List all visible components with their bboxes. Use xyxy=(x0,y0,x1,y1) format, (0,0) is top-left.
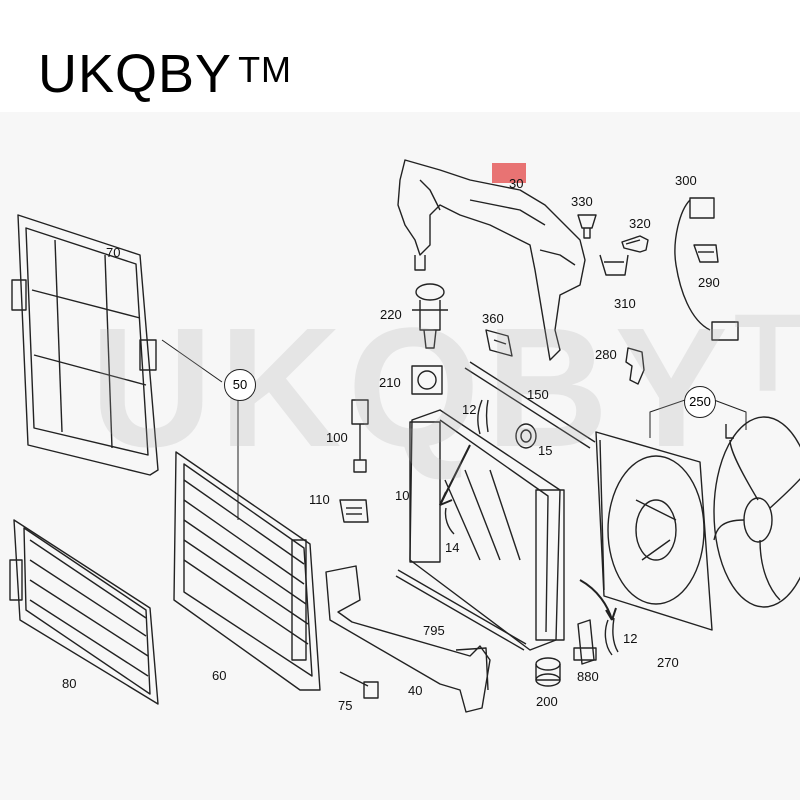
part-100-sensor xyxy=(351,399,369,473)
label-100: 100 xyxy=(326,430,348,445)
part-290-clip xyxy=(693,244,719,263)
label-150: 150 xyxy=(527,387,549,402)
part-250-fan xyxy=(713,416,800,608)
label-290: 290 xyxy=(698,275,720,290)
brand-tm: TM xyxy=(238,49,293,90)
label-220: 220 xyxy=(380,307,402,322)
part-60-condenser xyxy=(173,451,321,691)
label-12-upper: 12 xyxy=(462,402,477,417)
part-310-clip xyxy=(599,254,629,276)
part-50-callout-lines xyxy=(161,339,239,520)
label-40: 40 xyxy=(408,683,423,698)
part-40-bracket xyxy=(325,565,491,713)
label-310: 310 xyxy=(614,296,636,311)
part-80-condenser xyxy=(9,519,159,705)
part-320-screw xyxy=(621,235,649,253)
flow-arrows xyxy=(579,579,617,621)
part-880-bracket xyxy=(573,619,597,665)
part-220-push-rivet xyxy=(412,283,448,349)
label-15: 15 xyxy=(538,443,553,458)
diagram-background xyxy=(0,112,800,800)
label-14: 14 xyxy=(445,540,460,555)
label-12-lower: 12 xyxy=(623,631,638,646)
label-80: 80 xyxy=(62,676,77,691)
part-10-radiator xyxy=(409,409,565,651)
label-70: 70 xyxy=(106,245,121,260)
part-150-rod xyxy=(464,361,596,449)
part-300-sensor-cable xyxy=(674,197,739,341)
label-300: 300 xyxy=(675,173,697,188)
label-880: 880 xyxy=(577,669,599,684)
label-795: 795 xyxy=(423,623,445,638)
part-12-hose xyxy=(477,399,619,656)
part-210-mount xyxy=(411,365,443,395)
label-320: 320 xyxy=(629,216,651,231)
label-200: 200 xyxy=(536,694,558,709)
label-60: 60 xyxy=(212,668,227,683)
part-15-seal xyxy=(515,423,537,449)
label-30: 30 xyxy=(509,176,524,191)
label-250: 250 xyxy=(684,386,716,418)
label-110: 110 xyxy=(309,492,330,507)
part-110-connector xyxy=(339,499,369,523)
part-75-bolt xyxy=(339,671,379,699)
part-330-clip xyxy=(577,214,597,239)
part-795-seal-strip xyxy=(395,569,527,651)
part-70-air-guide-frame xyxy=(11,214,159,476)
part-280-clip xyxy=(625,347,645,385)
part-30-upper-shroud xyxy=(397,159,586,361)
label-270: 270 xyxy=(657,655,679,670)
part-14-clamp xyxy=(444,507,455,535)
label-75: 75 xyxy=(338,698,353,713)
highlight-marker xyxy=(492,163,526,183)
brand-text: UKQBY xyxy=(38,44,233,104)
part-270-fan-shroud xyxy=(595,431,713,631)
part-200-mount xyxy=(535,657,561,687)
label-360: 360 xyxy=(482,311,504,326)
label-10: 10 xyxy=(395,488,410,503)
label-280: 280 xyxy=(595,347,617,362)
part-250-callout-lines xyxy=(649,399,747,438)
label-210: 210 xyxy=(379,375,401,390)
label-50: 50 xyxy=(224,369,256,401)
label-330: 330 xyxy=(571,194,593,209)
part-360-bracket xyxy=(485,329,513,357)
